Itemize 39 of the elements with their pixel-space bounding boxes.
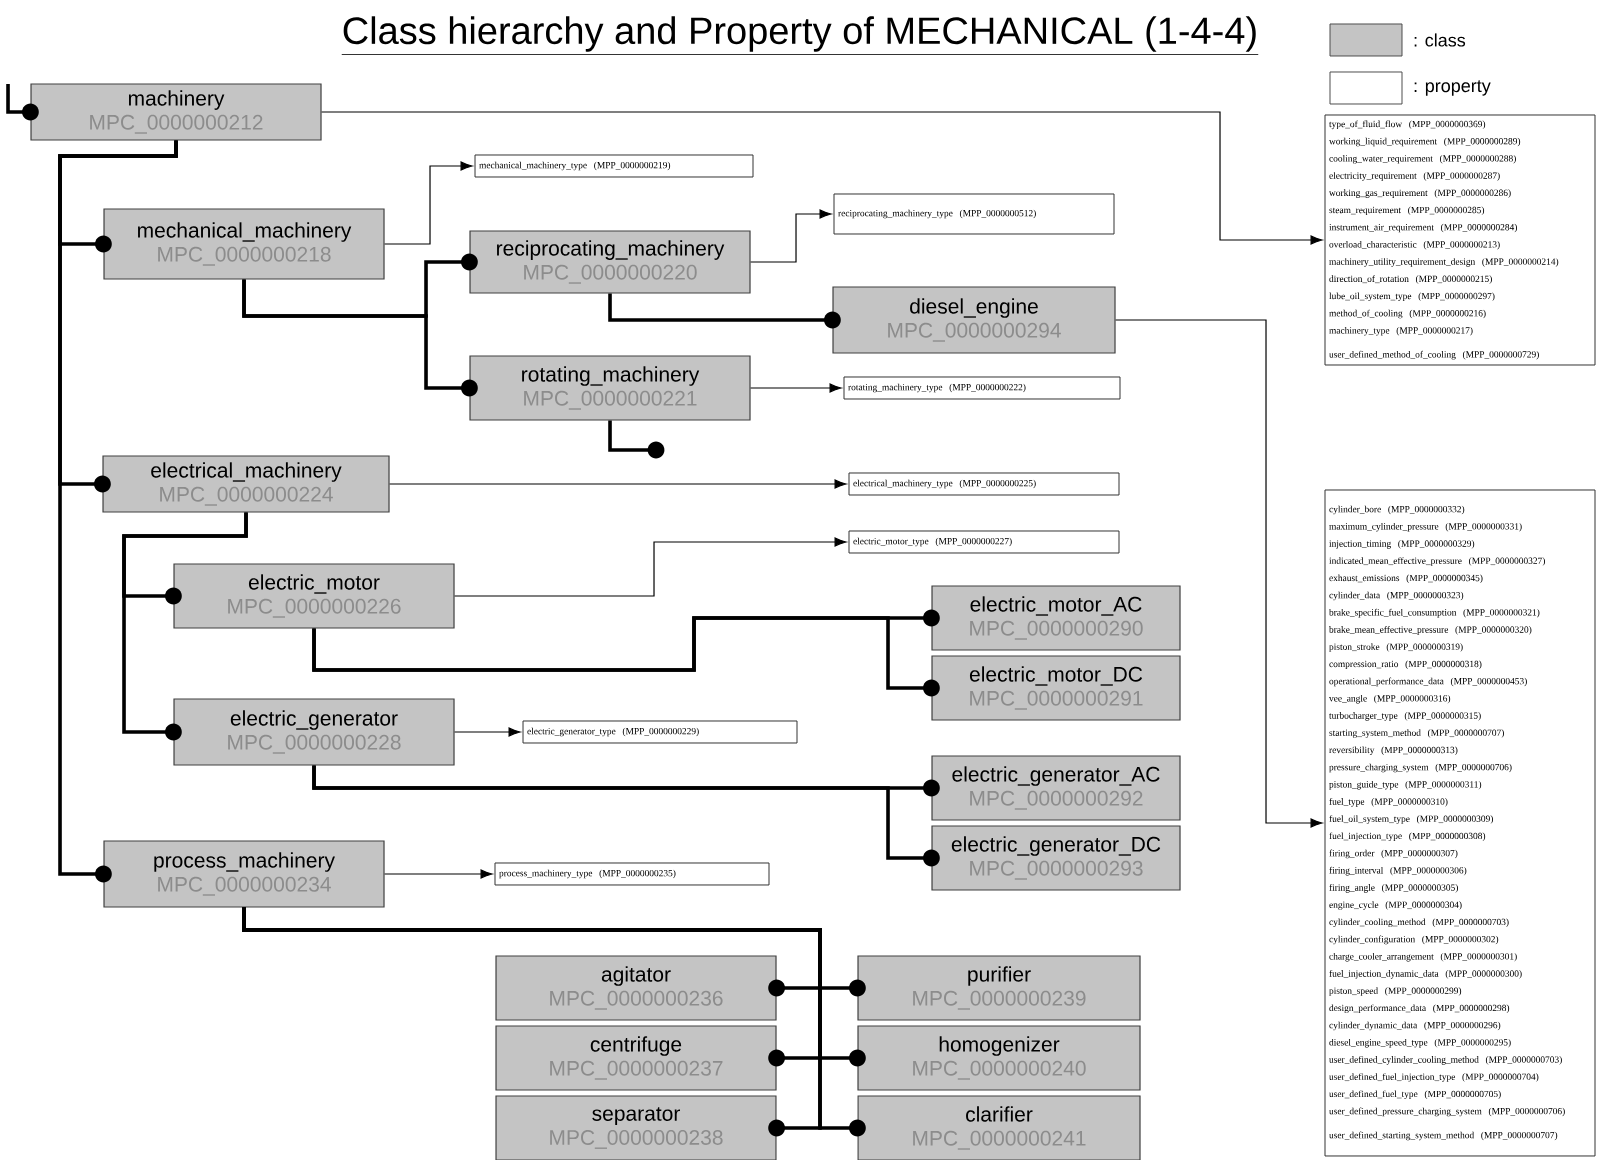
arrow [384, 869, 493, 879]
connector [242, 279, 478, 397]
class-box: electrical_machinery MPC_0000000224 [102, 455, 390, 513]
class-box: process_machinery MPC_0000000234 [103, 840, 385, 908]
class-box: rotating_machinery MPC_0000000221 [469, 355, 751, 421]
legend-label: : property [1414, 80, 1491, 96]
arrow [750, 383, 842, 393]
class-box: agitator MPC_0000000236 [495, 955, 777, 1021]
connector [122, 512, 248, 741]
connector [312, 616, 940, 697]
class-box: electric_generator_DC MPC_0000000293 [931, 825, 1181, 891]
connector [312, 765, 940, 867]
arrow [389, 479, 847, 489]
arrow [454, 537, 847, 597]
class-box: purifier MPC_0000000239 [857, 955, 1141, 1021]
class-box: machinery MPC_0000000212 [30, 83, 322, 141]
arrow [454, 727, 521, 737]
class-box: clarifier MPC_0000000241 [857, 1095, 1141, 1160]
class-box: separator MPC_0000000238 [495, 1095, 777, 1160]
class-box: electric_motor_DC MPC_0000000291 [931, 655, 1181, 721]
class-box: electric_motor MPC_0000000226 [173, 563, 455, 629]
class-box: mechanical_machinery MPC_0000000218 [103, 208, 385, 280]
class-box: electric_motor_AC MPC_0000000290 [931, 585, 1181, 651]
class-box: electric_generator_AC MPC_0000000292 [931, 755, 1181, 821]
title: Class hierarchy and Property of MECHANICAL (1-4-4) [341, 16, 1259, 55]
class-box: electric_generator MPC_0000000228 [173, 698, 455, 766]
arrow [384, 161, 473, 245]
class-box: reciprocating_machinery MPC_0000000220 [469, 230, 751, 294]
connector [58, 140, 178, 883]
connector [608, 420, 665, 459]
connector [608, 293, 841, 329]
legend-label: : class [1414, 33, 1466, 47]
arrow [750, 209, 832, 263]
arrow [1115, 319, 1323, 828]
class-box: diesel_engine MPC_0000000294 [832, 286, 1116, 354]
arrow [321, 111, 1323, 245]
class-box: centrifuge MPC_0000000237 [495, 1025, 777, 1091]
class-box: homogenizer MPC_0000000240 [857, 1025, 1141, 1091]
connector [6, 84, 39, 121]
